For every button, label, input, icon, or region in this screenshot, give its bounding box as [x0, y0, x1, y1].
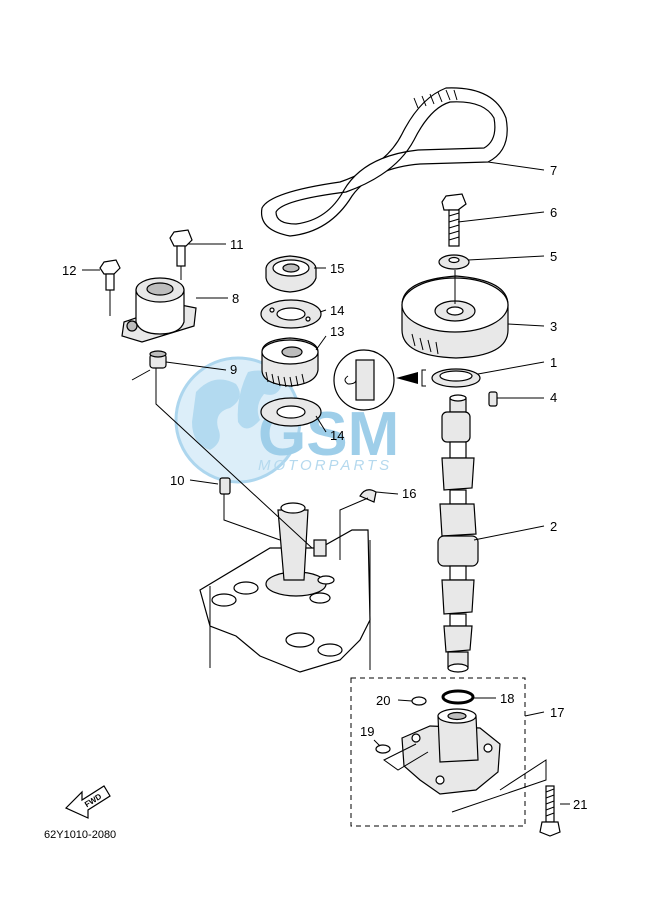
callout-17: 17 — [550, 705, 564, 720]
cylinder-head — [199, 502, 371, 673]
callout-18: 18 — [500, 691, 514, 706]
timing-belt — [260, 87, 508, 237]
watermark-sub: MOTORPARTS — [258, 457, 392, 474]
callout-6: 6 — [550, 205, 557, 220]
dowel-pin-part-4 — [488, 391, 498, 407]
detail-view — [333, 349, 426, 411]
callout-15: 15 — [330, 261, 344, 276]
washer-plate-part-14-lower — [260, 397, 322, 427]
oil-seal-part-1 — [431, 368, 481, 388]
washer-part-5 — [438, 254, 470, 270]
leader-lines — [82, 161, 570, 813]
bolt-part-21 — [539, 785, 561, 837]
callout-14-upper: 14 — [330, 303, 344, 318]
gear-part-13 — [261, 337, 319, 388]
callout-2: 2 — [550, 519, 557, 534]
callout-21: 21 — [573, 797, 587, 812]
callout-4: 4 — [550, 390, 557, 405]
callout-19: 19 — [360, 724, 374, 739]
callout-13: 13 — [330, 324, 344, 339]
o-ring-part-20 — [411, 696, 427, 706]
callout-3: 3 — [550, 319, 557, 334]
callout-labels: 7 6 5 3 1 4 2 15 14 13 14 11 12 8 9 10 1… — [62, 163, 587, 812]
oil-pump-body — [401, 708, 501, 795]
callout-16: 16 — [402, 486, 416, 501]
callout-7: 7 — [550, 163, 557, 178]
bolt-part-12 — [99, 259, 121, 316]
bolt-part-11 — [169, 229, 193, 280]
callout-14-lower: 14 — [330, 428, 344, 443]
callout-5: 5 — [550, 249, 557, 264]
fwd-arrow: FWD — [64, 785, 111, 819]
camshaft-pulley — [401, 270, 509, 359]
camshaft-part-2 — [437, 394, 479, 673]
o-ring-part-18 — [441, 689, 475, 705]
collar-part-9 — [149, 350, 167, 369]
o-ring-part-19 — [375, 744, 391, 754]
washer-plate-part-14-upper — [260, 299, 322, 329]
callout-9: 9 — [230, 362, 237, 377]
pin-part-10 — [219, 477, 231, 495]
oil-pump-assembly-box — [350, 677, 526, 827]
callout-12: 12 — [62, 263, 76, 278]
tensioner-bracket-part-8 — [121, 277, 228, 343]
bolt-part-6 — [441, 193, 467, 247]
callout-11: 11 — [230, 237, 244, 252]
drawing-code: 62Y1010-2080 — [44, 829, 116, 841]
callout-8: 8 — [232, 291, 239, 306]
nut-part-15 — [265, 255, 317, 293]
callout-20: 20 — [376, 693, 390, 708]
callout-10: 10 — [170, 473, 184, 488]
callout-1: 1 — [550, 355, 557, 370]
